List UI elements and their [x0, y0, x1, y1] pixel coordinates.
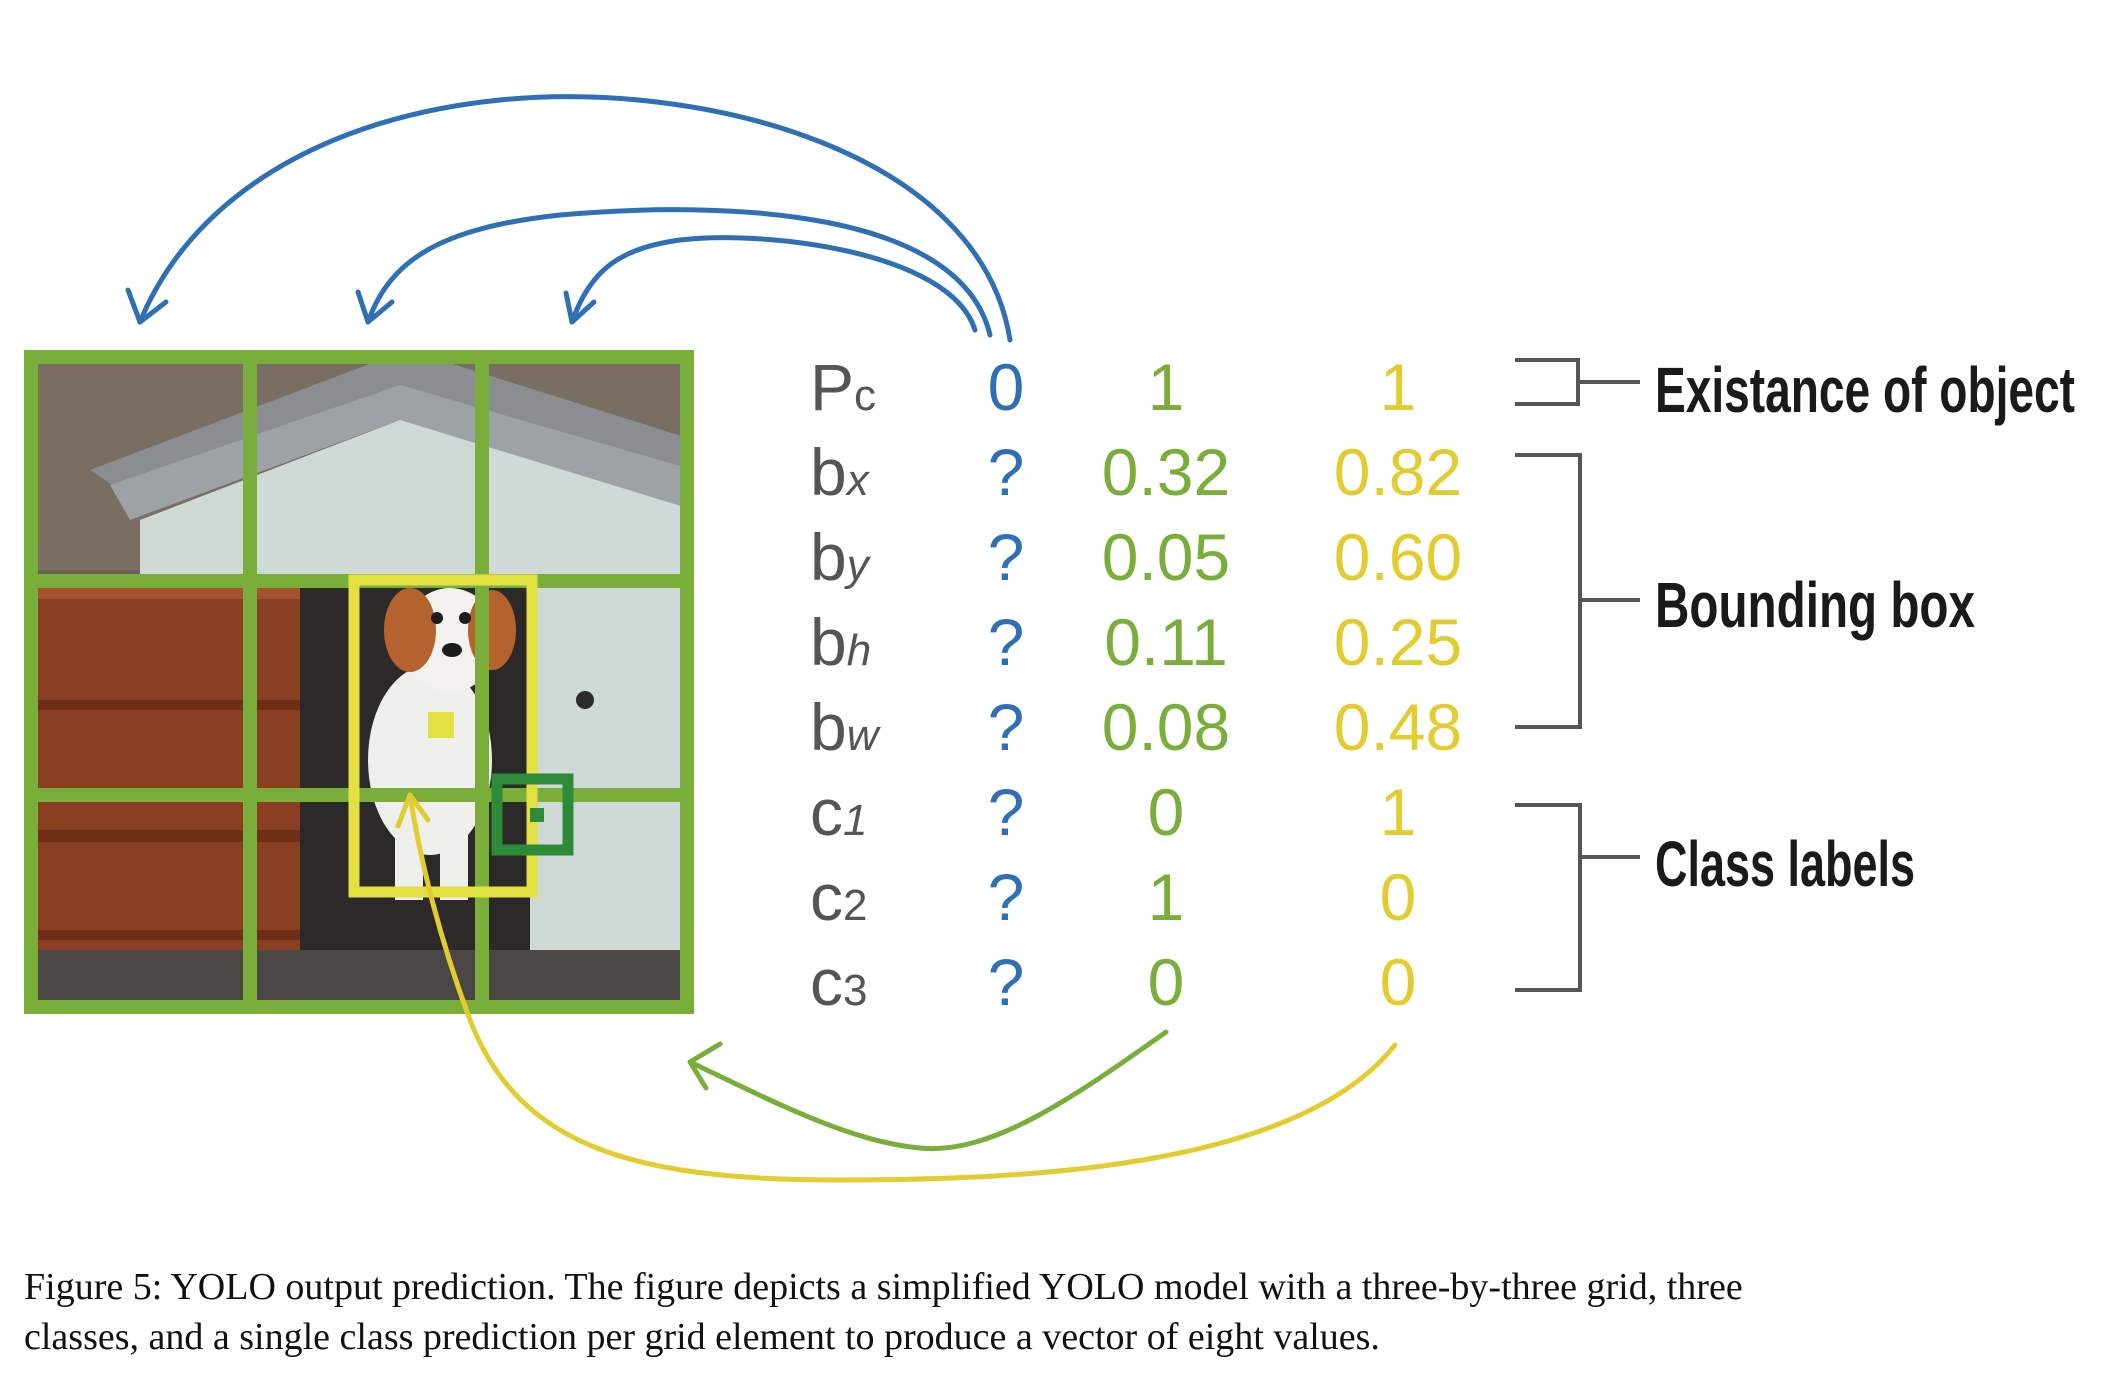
- existence-bracket: [1515, 358, 1580, 406]
- row-label-c1: c1: [810, 775, 867, 849]
- yellow-vector-value: 0: [1380, 860, 1417, 934]
- blue-vector-value: 0: [988, 350, 1025, 424]
- existence-label: Existance of object: [1655, 354, 2075, 426]
- green-vector-value: 1: [1148, 860, 1185, 934]
- vector-columns: 0??????? 1 0.32 0.05 0.11 0.08 0 1 0 1 0.82 0.60 0.2…: [988, 350, 1463, 1019]
- yellow-vector-value: 0: [1380, 945, 1417, 1019]
- brackets: [1515, 358, 1640, 992]
- green-vector-value: 0.11: [1104, 605, 1228, 679]
- row-label-bx: bx: [810, 435, 871, 509]
- caption-line-1: Figure 5: YOLO output prediction. The fi…: [24, 1266, 1743, 1308]
- green-bounding-box: [491, 773, 574, 856]
- green-vector-value: 0.32: [1102, 435, 1230, 509]
- blue-vector-value: ?: [988, 860, 1025, 934]
- green-vector-value: 1: [1148, 350, 1185, 424]
- row-label-c2: c2: [810, 860, 867, 934]
- yellow-vector-value: 1: [1380, 775, 1417, 849]
- blue-vector-value: ?: [988, 605, 1025, 679]
- row-label-bh: bh: [810, 605, 871, 679]
- classes-bracket: [1515, 803, 1582, 992]
- green-vector-value: 0.05: [1102, 520, 1230, 594]
- row-labels: Pc bx by bh bw c1 c2 c3: [810, 350, 882, 1019]
- yellow-vector-value: 1: [1380, 350, 1417, 424]
- bounding-label: Bounding box: [1655, 569, 1975, 641]
- yellow-vector-value: 0.25: [1334, 605, 1462, 679]
- classes-label: Class labels: [1655, 828, 1915, 900]
- green-vector-value: 0: [1148, 775, 1185, 849]
- yellow-bounding-box: [348, 574, 538, 898]
- row-label-pc: Pc: [810, 350, 876, 424]
- green-arrow: [687, 1029, 1169, 1152]
- blue-vector-value: ?: [988, 520, 1025, 594]
- blue-vector-value: ?: [988, 775, 1025, 849]
- blue-vector-value: ?: [988, 690, 1025, 764]
- yellow-vector-value: 0.82: [1334, 435, 1462, 509]
- caption-line-2: classes, and a single class prediction p…: [24, 1316, 1380, 1358]
- figure-caption: Figure 5: YOLO output prediction. The fi…: [24, 1262, 2084, 1362]
- blue-arrows: [125, 94, 1013, 343]
- row-label-c3: c3: [810, 945, 867, 1019]
- green-vector-value: 0: [1148, 945, 1185, 1019]
- bounding-bracket: [1515, 453, 1582, 729]
- row-label-by: by: [810, 520, 872, 594]
- yellow-arrow: [395, 792, 1398, 1183]
- green-vector-value: 0.08: [1102, 690, 1230, 764]
- dog-photo: [24, 350, 694, 1014]
- yellow-center-marker: [428, 712, 454, 738]
- blue-vector-value: ?: [988, 435, 1025, 509]
- green-center-marker: [530, 808, 544, 822]
- yellow-vector-value: 0.60: [1334, 520, 1462, 594]
- row-label-bw: bw: [810, 690, 882, 764]
- yellow-vector-value: 0.48: [1334, 690, 1462, 764]
- blue-vector-value: ?: [988, 945, 1025, 1019]
